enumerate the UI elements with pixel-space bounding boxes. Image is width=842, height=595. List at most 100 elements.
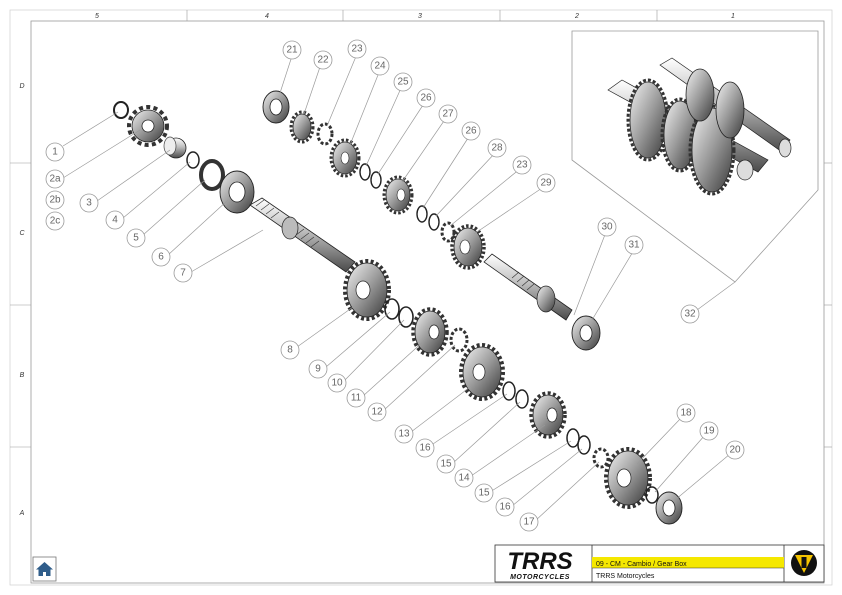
part-callout[interactable]: 23 [512, 155, 532, 175]
svg-text:31: 31 [628, 240, 640, 251]
part-callout[interactable]: 11 [346, 388, 366, 408]
svg-text:7: 7 [180, 268, 186, 279]
part-callout[interactable]: 8 [280, 340, 300, 360]
part-washer [645, 486, 659, 504]
part-callout[interactable]: 13 [394, 424, 414, 444]
part-bearing [655, 491, 683, 525]
svg-text:29: 29 [540, 178, 552, 189]
part-o-ring [186, 151, 200, 169]
part-washer [398, 306, 414, 328]
svg-text:13: 13 [398, 429, 410, 440]
part-callout[interactable]: 14 [454, 468, 474, 488]
svg-text:15: 15 [440, 459, 452, 470]
part-callout[interactable]: 21 [282, 40, 302, 60]
part-callout[interactable]: 1 [45, 142, 65, 162]
part-callout[interactable]: 7 [173, 263, 193, 283]
svg-text:20: 20 [729, 445, 741, 456]
svg-text:22: 22 [317, 55, 329, 66]
part-callout[interactable]: 9 [308, 359, 328, 379]
svg-text:28: 28 [491, 143, 503, 154]
part-callout[interactable]: 16 [415, 438, 435, 458]
svg-text:6: 6 [158, 252, 164, 263]
grid-column-labels: 5 4 3 2 1 [95, 13, 735, 20]
part-callout[interactable]: 3 [79, 193, 99, 213]
assembled-gearbox-detail [571, 30, 819, 311]
part-callout[interactable]: 24 [370, 56, 390, 76]
grid-col-label: 4 [265, 13, 269, 20]
part-circlip [113, 101, 129, 119]
part-callout[interactable]: 22 [313, 50, 333, 70]
part-callout[interactable]: 5 [126, 228, 146, 248]
svg-text:23: 23 [351, 44, 363, 55]
part-callout[interactable]: 15 [436, 454, 456, 474]
part-callout[interactable]: 23 [347, 39, 367, 59]
svg-text:18: 18 [680, 408, 692, 419]
part-callout[interactable]: 2c [45, 211, 65, 231]
svg-text:14: 14 [458, 473, 470, 484]
part-gear [411, 307, 449, 357]
part-callout[interactable]: 18 [676, 403, 696, 423]
part-callout[interactable]: 32 [680, 304, 700, 324]
svg-text:2a: 2a [49, 174, 61, 185]
part-gear [329, 138, 361, 178]
part-callout[interactable]: 28 [487, 138, 507, 158]
part-callout[interactable]: 20 [725, 440, 745, 460]
part-callout[interactable]: 2b [45, 190, 65, 210]
part-gear [459, 343, 505, 401]
svg-text:3: 3 [86, 198, 92, 209]
grid-col-label: 3 [418, 13, 422, 20]
part-washer [566, 428, 580, 448]
part-needle-bearing [449, 327, 469, 353]
part-washer [370, 171, 382, 189]
part-oil-seal [199, 159, 225, 191]
svg-text:1: 1 [52, 147, 58, 158]
trrs-logo-subtext: MOTORCYCLES [510, 574, 570, 581]
part-callout[interactable]: 4 [105, 210, 125, 230]
company-name: TRRS Motorcycles [596, 573, 655, 580]
part-callout[interactable]: 25 [393, 72, 413, 92]
drawing-frame [9, 9, 833, 586]
svg-text:24: 24 [374, 61, 386, 72]
trrs-logo-text: TRRS [507, 548, 572, 575]
part-washer [577, 435, 591, 455]
grid-col-label: 1 [731, 13, 735, 20]
part-callout[interactable]: 26 [416, 88, 436, 108]
svg-text:10: 10 [331, 378, 343, 389]
part-callout[interactable]: 12 [367, 402, 387, 422]
part-callout[interactable]: 30 [597, 217, 617, 237]
part-bearing [571, 315, 601, 351]
part-callout[interactable]: 26 [461, 121, 481, 141]
part-sprocket [127, 105, 169, 147]
svg-text:32: 32 [684, 309, 696, 320]
part-callout[interactable]: 10 [327, 373, 347, 393]
part-callout[interactable]: 2a [45, 169, 65, 189]
svg-text:27: 27 [442, 109, 454, 120]
svg-text:11: 11 [351, 393, 362, 404]
grid-col-label: 2 [574, 13, 579, 20]
part-gear [604, 447, 652, 509]
part-callout[interactable]: 6 [151, 247, 171, 267]
part-callout[interactable]: 19 [699, 421, 719, 441]
title-bar [592, 557, 784, 568]
part-callout[interactable]: 16 [495, 497, 515, 517]
part-callout[interactable]: 27 [438, 104, 458, 124]
svg-text:26: 26 [465, 126, 477, 137]
part-callout[interactable]: 29 [536, 173, 556, 193]
part-gear [382, 175, 414, 215]
grid-col-label: 5 [95, 13, 99, 20]
part-needle-bearing [440, 221, 456, 243]
title-block: 09 - CM - Cambio / Gear Box TRRS Motorcy… [494, 544, 825, 583]
svg-text:2c: 2c [50, 216, 61, 227]
part-bearing [219, 170, 255, 214]
part-callout[interactable]: 15 [474, 483, 494, 503]
part-needle-bearing [316, 122, 334, 146]
part-washer [359, 163, 371, 181]
part-callout[interactable]: 31 [624, 235, 644, 255]
grid-row-label: B [20, 372, 25, 379]
part-callout[interactable]: 17 [519, 512, 539, 532]
svg-text:8: 8 [287, 345, 293, 356]
home-button[interactable] [32, 556, 57, 582]
svg-text:23: 23 [516, 160, 528, 171]
part-washer [416, 205, 428, 223]
